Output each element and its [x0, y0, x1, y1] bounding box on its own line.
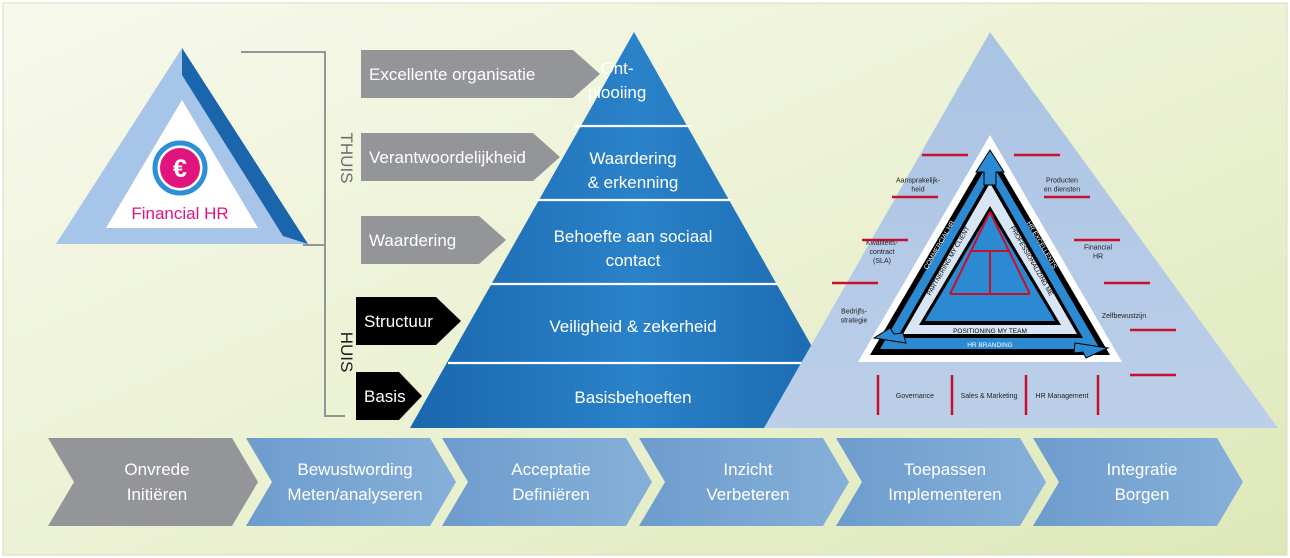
process-chevron-shape — [639, 438, 849, 526]
right-pyramid-label: Aansprakelijk- — [896, 178, 941, 185]
level-arrow-shape — [361, 216, 506, 264]
euro-coin-icon — [158, 146, 202, 190]
right-pyramid-label: Bedrijfs- — [841, 309, 867, 316]
bottom-category-label: HR Management — [1036, 393, 1089, 400]
red-tick-marks — [832, 153, 1176, 415]
right-pyramid-label: heid — [911, 187, 924, 194]
left-corner-arrow-icon — [872, 327, 907, 344]
pyramid-level-label: Basisbehoeften — [574, 388, 691, 407]
process-step-subtitle: Borgen — [1115, 485, 1170, 504]
euro-symbol: € — [173, 155, 187, 183]
right-corner-arrow-icon — [1073, 342, 1110, 359]
financial-hr-logo: € Financial HR — [56, 48, 308, 244]
process-step-title: Integratie — [1107, 460, 1178, 479]
process-step-subtitle: Definiëren — [512, 485, 590, 504]
level-arrow: Excellente organisatie — [361, 50, 600, 98]
huis-label: HUIS — [337, 332, 356, 373]
process-step-title: Onvrede — [124, 460, 189, 479]
right-pyramid-label: en diensten — [1044, 187, 1080, 194]
logo-blue-edge — [182, 48, 308, 244]
pyramid-level-label: Veiligheid & zekerheid — [549, 317, 716, 336]
process-step-title: Bewustwording — [297, 460, 412, 479]
thuis-label: THUIS — [337, 133, 356, 184]
top-corner-arrow-icon — [975, 149, 1005, 186]
bottom-category-label: Sales & Marketing — [961, 393, 1018, 400]
process-chevron-shape — [48, 438, 258, 526]
process-step-subtitle: Implementeren — [888, 485, 1001, 504]
right-pyramid-label: contract — [870, 249, 895, 256]
level-arrow: Basis — [356, 372, 422, 420]
level-arrow: Waardering — [361, 216, 506, 264]
euro-coin-ring — [152, 140, 208, 196]
pyramid-shape — [410, 32, 858, 428]
right-pyramid-label: (SLA) — [873, 258, 891, 265]
process-step-subtitle: Verbeteren — [706, 485, 789, 504]
hr-branding-label: HR BRANDING — [967, 342, 1013, 349]
level-arrow-label: Waardering — [369, 231, 456, 250]
process-chevron-shape — [246, 438, 456, 526]
level-arrow-shape — [361, 50, 600, 98]
right-pyramid-label: HR — [1093, 254, 1103, 261]
process-step-subtitle: Meten/analyseren — [287, 485, 422, 504]
level-arrow: Structuur — [356, 297, 461, 345]
process-steps: OnvredeInitiërenBewustwordingMeten/analy… — [48, 438, 1243, 526]
level-arrows: Excellente organisatieVerantwoordelijkhe… — [356, 50, 600, 420]
bottom-category-label: Governance — [896, 393, 934, 400]
positioning-label: POSITIONING MY TEAM — [953, 328, 1027, 335]
process-step-subtitle: Initiëren — [127, 485, 187, 504]
right-pyramid-label: Financial — [1084, 245, 1112, 252]
pyramid-level-label: Ont- — [600, 59, 633, 78]
pyramid-dividers — [448, 124, 819, 365]
red-core-lines — [949, 211, 1031, 295]
inner-triangle-model: COMMERCIAL HR HR EXCELLENTS HR BRANDING … — [858, 135, 1122, 362]
process-chevron-shape — [442, 438, 652, 526]
pyramid-level-label: Waardering — [589, 149, 676, 168]
level-arrow-label: Structuur — [364, 312, 433, 331]
bracket-lines — [241, 51, 345, 417]
logo-label: Financial HR — [131, 204, 228, 223]
process-step-title: Inzicht — [723, 460, 772, 479]
process-chevron-shape — [836, 438, 1046, 526]
level-arrow-shape — [361, 133, 560, 181]
corner-arrows — [872, 149, 1110, 359]
process-step-title: Toepassen — [904, 460, 986, 479]
huis-bracket — [324, 245, 345, 417]
level-arrow-label: Basis — [364, 387, 406, 406]
level-arrow: Verantwoordelijkheid — [361, 133, 560, 181]
pyramid-level-label: & erkenning — [588, 173, 679, 192]
level-arrow-shape — [356, 297, 461, 345]
process-step-title: Acceptatie — [511, 460, 590, 479]
right-pyramid-label: strategie — [841, 318, 868, 325]
right-pyramid-label: Producten — [1046, 178, 1078, 185]
process-chevron-shape — [1033, 438, 1243, 526]
level-arrow-label: Excellente organisatie — [369, 65, 535, 84]
right-pyramid-label: Kwaliteits- — [866, 240, 899, 247]
pyramid-level-label: plooiing — [588, 83, 647, 102]
right-pyramid-label: Zelfbewustzijn — [1102, 313, 1146, 320]
level-arrow-label: Verantwoordelijkheid — [369, 148, 526, 167]
pyramid-level-label: contact — [606, 251, 661, 270]
level-arrow-shape — [356, 372, 422, 420]
thuis-bracket — [241, 51, 326, 246]
pyramid-level-label: Behoefte aan sociaal — [554, 227, 713, 246]
